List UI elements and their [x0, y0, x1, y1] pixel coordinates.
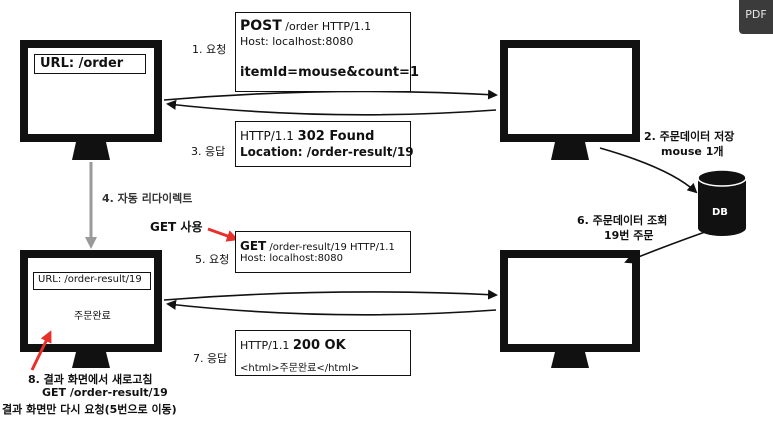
client-page-content: 주문완료 — [74, 311, 111, 322]
server-monitor-top — [500, 40, 640, 160]
get-note-arrow — [207, 227, 239, 242]
request-1-body: itemId=mouse&count=1 — [240, 65, 419, 80]
request-arrow-bottom — [163, 289, 498, 301]
step-2-detail: mouse 1개 — [661, 145, 724, 158]
request-2-line1: GET /order-result/19 HTTP/1.1 — [240, 235, 395, 254]
response-arrow-bottom — [166, 299, 497, 316]
url-bar-top: URL: /order — [34, 54, 146, 74]
response-2-status: 200 OK — [292, 338, 346, 353]
url-bar-bottom-text: URL: /order-result/19 — [38, 274, 142, 285]
step-1-label: 1. 요청 — [192, 43, 227, 56]
response-message-2: HTTP/1.1 200 OK <html>주문완료</html> — [235, 330, 411, 376]
response-2-line1: HTTP/1.1 200 OK — [240, 334, 346, 353]
pdf-badge[interactable]: PDF — [739, 0, 773, 34]
step-6-detail: 19번 주문 — [604, 229, 654, 242]
response-message-1: HTTP/1.1 302 Found Location: /order-resu… — [235, 121, 414, 167]
store-arrow — [599, 147, 698, 194]
db-label: DB — [712, 207, 728, 218]
request-1-line2: Host: localhost:8080 — [240, 35, 354, 48]
step-8-request: GET /order-result/19 — [42, 386, 168, 399]
step-4-label: 4. 자동 리다이렉트 — [102, 192, 193, 205]
url-bar-top-text: URL: /order — [40, 56, 124, 71]
response-2-version: HTTP/1.1 — [240, 339, 293, 352]
step-5-label: 5. 요청 — [195, 253, 230, 266]
get-note-label: GET 사용 — [150, 220, 203, 234]
response-2-body: <html>주문완료</html> — [240, 363, 360, 374]
server-monitor-bottom — [500, 250, 640, 368]
step-3-label: 3. 응답 — [191, 145, 226, 158]
refresh-arrow — [30, 330, 52, 371]
step-8-note: 결과 화면만 다시 요청(5번으로 이동) — [2, 403, 177, 416]
response-1-location: Location: /order-result/19 — [240, 145, 414, 159]
database-icon — [697, 169, 747, 236]
request-2-path: /order-result/19 HTTP/1.1 — [266, 242, 395, 253]
step-8-label: 8. 결과 화면에서 새로고침 — [28, 373, 153, 386]
request-message-2: GET /order-result/19 HTTP/1.1 Host: loca… — [235, 231, 411, 273]
request-2-method: GET — [240, 239, 267, 253]
request-message-1: POST /order HTTP/1.1 Host: localhost:808… — [235, 12, 419, 92]
request-2-line2: Host: localhost:8080 — [240, 253, 344, 264]
response-arrow-top — [166, 99, 497, 116]
url-bar-bottom: URL: /order-result/19 — [33, 272, 151, 290]
response-1-version: HTTP/1.1 — [240, 129, 298, 143]
response-1-status: 302 Found — [297, 129, 375, 144]
response-1-line1: HTTP/1.1 302 Found — [240, 125, 374, 144]
request-arrow-top — [163, 89, 498, 101]
step-6-label: 6. 주문데이터 조회 — [577, 214, 668, 227]
step-2-label: 2. 주문데이터 저장 — [644, 130, 735, 143]
request-1-method: POST — [240, 18, 282, 34]
step-7-label: 7. 응답 — [193, 352, 228, 365]
request-1-line1: POST /order HTTP/1.1 — [240, 15, 371, 34]
lookup-arrow — [624, 231, 706, 264]
request-1-path: /order HTTP/1.1 — [281, 20, 372, 33]
